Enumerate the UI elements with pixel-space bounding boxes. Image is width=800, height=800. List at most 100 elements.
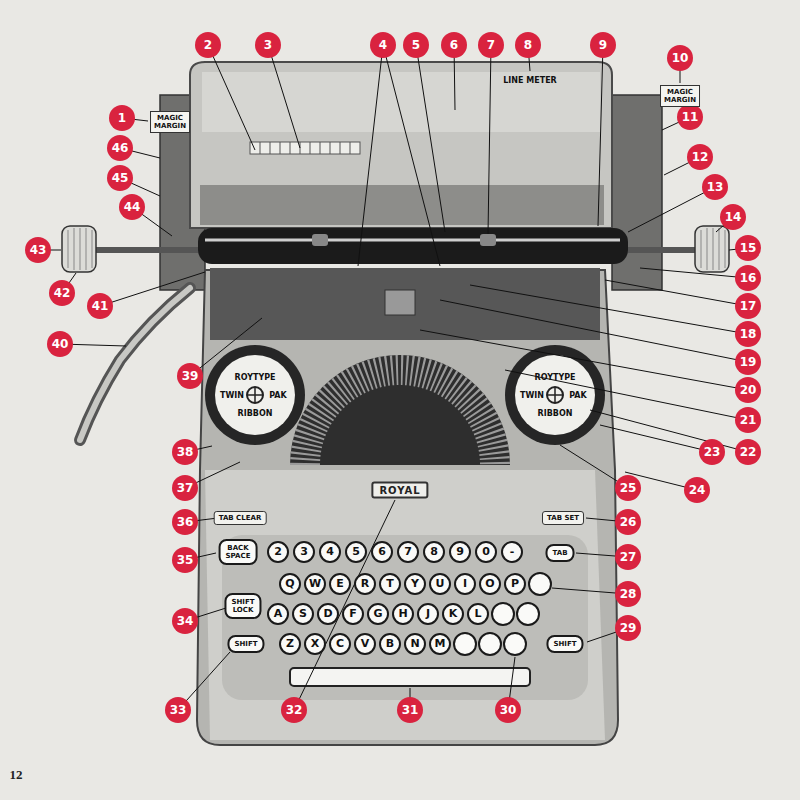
callout-number: 32 bbox=[281, 697, 307, 723]
ribbon-text: ROYTYPE bbox=[234, 373, 275, 382]
callout-number: 23 bbox=[699, 439, 725, 465]
callout-number: 26 bbox=[615, 509, 641, 535]
key-cap: M bbox=[429, 633, 451, 655]
leader-line bbox=[470, 285, 748, 334]
callout-number: 28 bbox=[615, 581, 641, 607]
key-cap: K bbox=[442, 603, 464, 625]
tab-key: TAB CLEAR bbox=[214, 511, 267, 525]
callout-number: 45 bbox=[107, 165, 133, 191]
key-cap: V bbox=[354, 633, 376, 655]
key-cap: S bbox=[292, 603, 314, 625]
function-key: SHIFT LOCK bbox=[224, 593, 261, 619]
key-cap: 2 bbox=[267, 541, 289, 563]
key-cap: 3 bbox=[293, 541, 315, 563]
function-key: TAB bbox=[546, 544, 575, 562]
key-cap: A bbox=[267, 603, 289, 625]
leader-line bbox=[598, 45, 603, 226]
leader-line bbox=[416, 45, 445, 232]
leader-line bbox=[440, 300, 748, 362]
key-cap: U bbox=[429, 573, 451, 595]
key-cap: G bbox=[367, 603, 389, 625]
key-cap: E bbox=[329, 573, 351, 595]
callout-number: 10 bbox=[667, 45, 693, 71]
key-cap: H bbox=[392, 603, 414, 625]
key-cap: X bbox=[304, 633, 326, 655]
callout-number: 16 bbox=[735, 265, 761, 291]
callout-number: 34 bbox=[172, 608, 198, 634]
tab-key: TAB SET bbox=[542, 511, 584, 525]
key-cap: L bbox=[467, 603, 489, 625]
function-key: SHIFT bbox=[227, 635, 264, 653]
callout-number: 6 bbox=[441, 32, 467, 58]
callout-number: 38 bbox=[172, 439, 198, 465]
key-cap: 0 bbox=[475, 541, 497, 563]
key-cap: O bbox=[479, 573, 501, 595]
callout-number: 4 bbox=[370, 32, 396, 58]
key-cap: - bbox=[501, 541, 523, 563]
key-cap: Y bbox=[404, 573, 426, 595]
callout-number: 18 bbox=[735, 321, 761, 347]
callout-number: 20 bbox=[735, 377, 761, 403]
key-cap: P bbox=[504, 573, 526, 595]
leader-line bbox=[590, 410, 748, 452]
callout-number: 8 bbox=[515, 32, 541, 58]
callout-number: 19 bbox=[735, 349, 761, 375]
leader-line bbox=[208, 45, 255, 150]
callout-number: 41 bbox=[87, 293, 113, 319]
callout-number: 9 bbox=[590, 32, 616, 58]
brand-badge: ROYAL bbox=[371, 482, 428, 499]
callout-number: 43 bbox=[25, 237, 51, 263]
ribbon-text: TWIN bbox=[220, 391, 244, 400]
callout-number: 44 bbox=[119, 194, 145, 220]
key-cap: R bbox=[354, 573, 376, 595]
callout-number: 36 bbox=[172, 509, 198, 535]
callout-number: 12 bbox=[687, 144, 713, 170]
leader-line bbox=[268, 45, 300, 148]
callout-number: 31 bbox=[397, 697, 423, 723]
leader-line bbox=[190, 318, 262, 376]
callout-number: 14 bbox=[720, 204, 746, 230]
ribbon-text: ROYTYPE bbox=[534, 373, 575, 382]
callout-number: 35 bbox=[172, 547, 198, 573]
key-cap: 9 bbox=[449, 541, 471, 563]
leader-line bbox=[488, 45, 491, 234]
function-key: BACK SPACE bbox=[219, 539, 258, 565]
callout-number: 37 bbox=[172, 475, 198, 501]
ribbon-text: TWIN bbox=[520, 391, 544, 400]
callout-number: 40 bbox=[47, 331, 73, 357]
key-cap: B bbox=[379, 633, 401, 655]
key-cap: J bbox=[417, 603, 439, 625]
ribbon-text: PAK bbox=[269, 391, 287, 400]
leader-line bbox=[600, 425, 712, 452]
callout-number: 42 bbox=[49, 280, 75, 306]
carriage-text: LINE METER bbox=[503, 76, 557, 85]
callout-number: 21 bbox=[735, 407, 761, 433]
key-cap: D bbox=[317, 603, 339, 625]
leader-line bbox=[640, 268, 748, 278]
callout-number: 17 bbox=[735, 293, 761, 319]
callout-number: 11 bbox=[677, 104, 703, 130]
key-cap: C bbox=[329, 633, 351, 655]
callout-number: 27 bbox=[615, 544, 641, 570]
key-cap: 4 bbox=[319, 541, 341, 563]
callout-number: 22 bbox=[735, 439, 761, 465]
callout-number: 1 bbox=[109, 105, 135, 131]
leader-line bbox=[628, 187, 715, 232]
callout-number: 29 bbox=[615, 615, 641, 641]
key-cap: N bbox=[404, 633, 426, 655]
key-cap: Z bbox=[279, 633, 301, 655]
key-cap: W bbox=[304, 573, 326, 595]
key-cap: I bbox=[454, 573, 476, 595]
callout-number: 30 bbox=[495, 697, 521, 723]
key-cap: F bbox=[342, 603, 364, 625]
callout-number: 24 bbox=[684, 477, 710, 503]
callout-number: 33 bbox=[165, 697, 191, 723]
key-cap: T bbox=[379, 573, 401, 595]
callout-number: 13 bbox=[702, 174, 728, 200]
callout-number: 5 bbox=[403, 32, 429, 58]
callout-number: 3 bbox=[255, 32, 281, 58]
callout-number: 15 bbox=[735, 235, 761, 261]
ribbon-text: PAK bbox=[569, 391, 587, 400]
key-cap: Q bbox=[279, 573, 301, 595]
